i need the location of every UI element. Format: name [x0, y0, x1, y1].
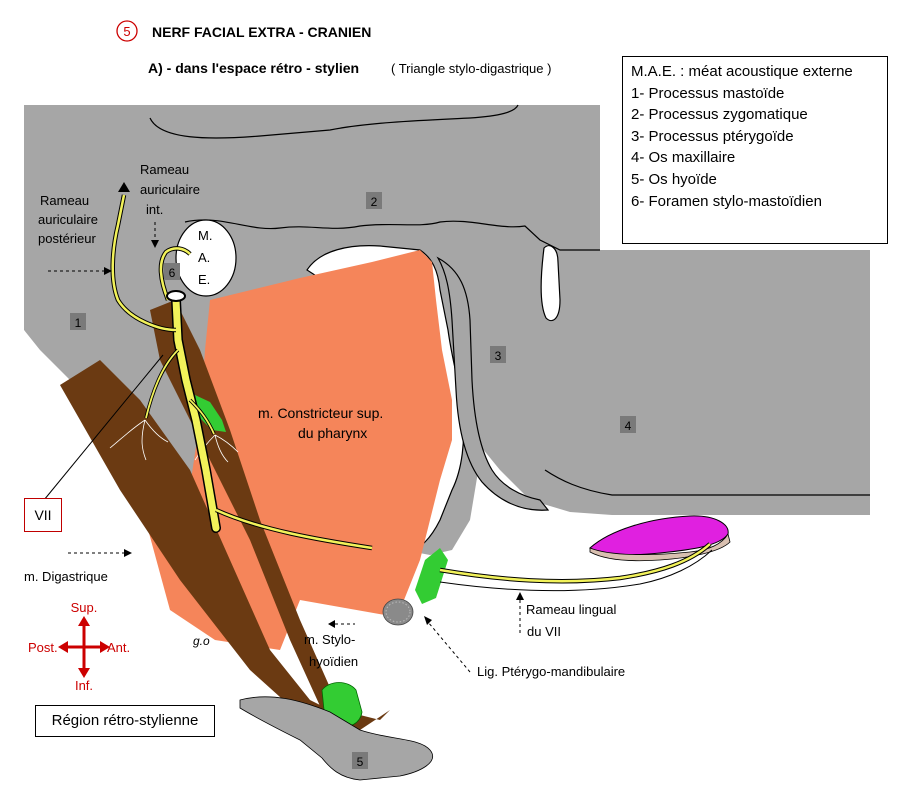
- posterior-auricular-arrow: [118, 182, 130, 192]
- arrow-lig: [427, 621, 471, 673]
- page-title: NERF FACIAL EXTRA - CRANIEN: [152, 24, 371, 40]
- lingual-nerve-to-tongue-fill: [439, 543, 711, 583]
- lingual-nerve-lower: [439, 549, 713, 592]
- label-region: Région rétro-stylienne: [51, 712, 199, 729]
- legend-item: 6- Foramen stylo-mastoïdien: [631, 192, 822, 210]
- mastoid-left-cut: [0, 330, 80, 395]
- bone-number-6-box: [164, 263, 180, 280]
- stylomastoid-foramen: [166, 290, 186, 302]
- vii-label-box: VII: [24, 498, 62, 532]
- label-rameau-post-1: Rameau: [40, 193, 89, 208]
- label-constricteur-2: du pharynx: [298, 425, 367, 441]
- label-rameau-int-3: int.: [146, 202, 163, 217]
- arrow-rameau-lingual-head: [516, 592, 524, 600]
- legend-item: 4- Os maxillaire: [631, 149, 736, 167]
- mae-opening: [175, 219, 237, 297]
- legend-item: M.A.E. : méat acoustique externe: [631, 63, 853, 80]
- stylo-green-tendon: [195, 395, 226, 432]
- mae-letter-m: M.: [198, 228, 212, 243]
- bone-number-3-box: [490, 346, 506, 363]
- orientation-post: Post.: [28, 640, 58, 655]
- pterygoid-plate: [436, 256, 550, 511]
- orientation-arrow-left: [58, 641, 68, 653]
- bone-number-2: 2: [371, 195, 378, 209]
- legend-box: M.A.E. : méat acoustique externe 1- Proc…: [622, 56, 888, 244]
- label-vii: VII: [34, 507, 52, 523]
- zygomatic-lower-contour: [184, 219, 600, 251]
- label-constricteur-1: m. Constricteur sup.: [258, 405, 383, 421]
- bone-number-6: 6: [169, 266, 176, 280]
- arrow-digastrique-head: [124, 549, 132, 557]
- bone-number-1-box: [70, 313, 86, 330]
- digastric-muscle: [60, 360, 350, 730]
- legend-item: 5- Os hyoïde: [631, 170, 717, 188]
- label-rameau-int-1: Rameau: [140, 162, 189, 177]
- section-subtitle: A) - dans l'espace rétro - stylien: [148, 60, 359, 76]
- label-rameau-lingual-1: Rameau lingual: [526, 602, 616, 617]
- arrow-lig-head: [424, 616, 432, 625]
- zygomatic-outline: [149, 104, 519, 139]
- orientation-arrow-down: [78, 668, 90, 678]
- orientation-sup: Sup.: [71, 600, 98, 615]
- orientation-inf: Inf.: [75, 678, 93, 693]
- label-rameau-post-2: auriculaire: [38, 212, 98, 227]
- label-lig: Lig. Ptérygo-mandibulaire: [477, 664, 625, 679]
- arrow-rameau-int-head: [151, 240, 159, 248]
- section-subtitle-note: ( Triangle stylo-digastrique ): [391, 61, 551, 76]
- digastric-branch-fill: [145, 349, 179, 419]
- bone-number-5-box: [352, 752, 368, 769]
- mae-letter-e: E.: [198, 272, 210, 287]
- bone-number-4-box: [620, 416, 636, 433]
- posterior-auricular-nerve-fill: [111, 194, 177, 332]
- internal-auricular-nerve-fill: [159, 247, 191, 301]
- orientation-arrow-up: [78, 616, 90, 626]
- pterygoid-slit: [540, 245, 561, 322]
- hyoid-bone: [239, 696, 433, 781]
- title-number: 5: [123, 24, 130, 39]
- ligament-ball: [382, 598, 414, 626]
- arrow-rameau-post-head: [104, 267, 112, 275]
- orientation-arrow-right: [100, 641, 110, 653]
- arrow-stylohyoidien-head: [328, 620, 335, 628]
- label-rameau-post-3: postérieur: [38, 231, 96, 246]
- line-vii: [43, 354, 164, 501]
- stylohyoid-branch-fill: [189, 399, 215, 435]
- bone-number-2-box: [366, 192, 382, 209]
- label-go: g.o: [193, 634, 210, 648]
- title-number-circle: [116, 20, 138, 42]
- legend-item: 3- Processus ptérygoïde: [631, 127, 794, 145]
- nerve-twigs-digastric: [109, 419, 169, 461]
- maxilla-contour: [544, 469, 870, 496]
- label-stylohyoidien-1: m. Stylo-: [304, 632, 355, 647]
- lingual-branch-fill: [215, 508, 373, 550]
- orientation-ant: Ant.: [107, 640, 130, 655]
- bone-number-1: 1: [75, 316, 82, 330]
- pterygomandibular-green: [415, 548, 448, 604]
- label-rameau-lingual-2: du VII: [527, 624, 561, 639]
- mae-letter-a: A.: [198, 250, 210, 265]
- legend-item: 2- Processus zygomatique: [631, 106, 808, 124]
- ligament-ball-dots: [385, 601, 411, 623]
- bone-number-4: 4: [625, 419, 632, 433]
- legend-item: 1- Processus mastoïde: [631, 84, 785, 102]
- label-stylohyoidien-2: hyoïdien: [309, 654, 358, 669]
- bone-number-5: 5: [357, 755, 364, 769]
- label-digastrique: m. Digastrique: [24, 569, 108, 584]
- region-label-box: Région rétro-stylienne: [35, 705, 215, 737]
- bone-number-3: 3: [495, 349, 502, 363]
- label-rameau-int-2: auriculaire: [140, 182, 200, 197]
